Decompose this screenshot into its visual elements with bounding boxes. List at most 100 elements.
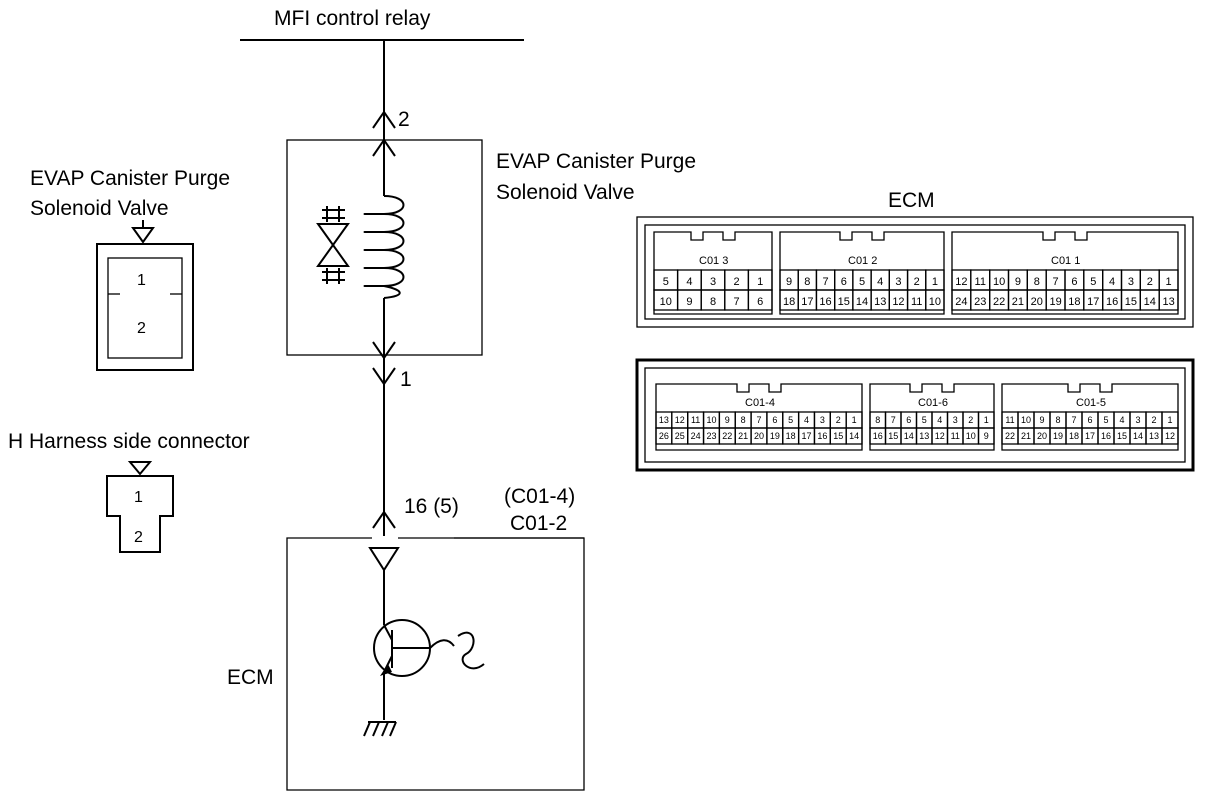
pin-number: 16	[1101, 431, 1111, 441]
pin-number: 9	[1015, 276, 1021, 288]
pin-number: 16	[817, 431, 827, 441]
pin-number: 17	[1085, 431, 1095, 441]
valve-conn-pin1: 1	[137, 272, 146, 289]
pin-number: 14	[849, 431, 859, 441]
pin-number: 1	[984, 415, 989, 425]
coil-symbol	[363, 195, 405, 299]
pin-number: 1	[932, 276, 938, 288]
pin-number: 20	[1037, 431, 1047, 441]
pin-number: 22	[993, 296, 1005, 308]
pin-number: 1	[757, 276, 763, 288]
pin-number: 14	[904, 431, 914, 441]
pin-number: 17	[801, 296, 813, 308]
pin-number: 23	[974, 296, 986, 308]
pin-number: 18	[783, 296, 795, 308]
valve-title-2: Solenoid Valve	[496, 181, 635, 204]
harness-pin1: 1	[134, 489, 143, 506]
pin-number: 20	[754, 431, 764, 441]
pin-number: 24	[955, 296, 967, 308]
pin-number: 13	[659, 415, 669, 425]
valve-conn-pin2: 2	[137, 320, 146, 337]
pin-cell	[747, 289, 773, 311]
connector-outline	[1001, 383, 1179, 451]
pin-number: 2	[836, 415, 841, 425]
pin-number: 15	[833, 431, 843, 441]
pin-number: 7	[822, 276, 828, 288]
pin-number: 3	[820, 415, 825, 425]
connector-name: C01 3	[699, 255, 728, 267]
pin-number: 15	[888, 431, 898, 441]
pin-number: 3	[895, 276, 901, 288]
pin-number: 5	[922, 415, 927, 425]
pin-number: 16	[873, 431, 883, 441]
ecm-connector-arrow	[372, 510, 396, 529]
pin-cell	[1158, 289, 1179, 311]
connector-outline	[653, 231, 773, 315]
pin-top-label: 2	[398, 108, 410, 131]
pin-number: 15	[1117, 431, 1127, 441]
pin-number: 11	[911, 296, 922, 308]
pin-number: 18	[1069, 431, 1079, 441]
pin-bottom-label: 1	[400, 368, 412, 391]
pin-number: 13	[919, 431, 929, 441]
ecm-connector-frame-upper	[636, 216, 1194, 328]
pin-number: 2	[734, 276, 740, 288]
pin-number: 3	[953, 415, 958, 425]
pin-number: 5	[859, 276, 865, 288]
harness-pin2: 2	[134, 529, 143, 546]
connector-name: C01 1	[1051, 255, 1080, 267]
pin-number: 8	[741, 415, 746, 425]
connector-outline	[869, 383, 995, 451]
pin-number: 12	[675, 415, 685, 425]
pin-number: 6	[1071, 276, 1077, 288]
pin-number: 6	[1087, 415, 1092, 425]
conn-alt-label: (C01-4)	[504, 485, 575, 508]
pin-number: 10	[706, 415, 716, 425]
ecm-terminal-symbol	[368, 547, 400, 572]
valve-connector-key	[131, 227, 155, 244]
pin-number: 12	[892, 296, 904, 308]
pin-number: 5	[788, 415, 793, 425]
pin-number: 8	[1055, 415, 1060, 425]
pin-number: 22	[1005, 431, 1015, 441]
pin-number: 5	[1103, 415, 1108, 425]
pin-number: 7	[1071, 415, 1076, 425]
pin-number: 7	[1053, 276, 1059, 288]
pin-number: 10	[929, 296, 941, 308]
pin-number: 15	[838, 296, 850, 308]
pin-number: 13	[1162, 296, 1174, 308]
pin-cell	[977, 427, 995, 445]
transistor-symbol	[373, 619, 485, 677]
side-valve-title-2: Solenoid Valve	[30, 197, 169, 220]
connector-outline	[779, 231, 945, 315]
pin-cell	[925, 289, 945, 311]
pin-number: 9	[984, 431, 989, 441]
ecm-right-label: ECM	[888, 189, 935, 212]
connector-outline	[951, 231, 1179, 315]
connector-arrow-top	[372, 110, 396, 129]
pin-number: 6	[841, 276, 847, 288]
pin-number: 11	[951, 431, 960, 441]
pin-number: 24	[691, 431, 701, 441]
pin-number: 4	[877, 276, 883, 288]
valve-title-1: EVAP Canister Purge	[496, 150, 696, 173]
pin-number: 16	[819, 296, 831, 308]
pin-number: 8	[804, 276, 810, 288]
pin-number: 4	[686, 276, 692, 288]
pin-number: 16	[1106, 296, 1118, 308]
ecm-box	[286, 537, 585, 791]
side-valve-title-1: EVAP Canister Purge	[30, 167, 230, 190]
pin-number: 11	[975, 276, 986, 288]
pin-number: 14	[856, 296, 868, 308]
pin-number: 9	[786, 276, 792, 288]
pin-number: 5	[663, 276, 669, 288]
pin-number: 17	[802, 431, 812, 441]
valve-connector-inner	[107, 257, 183, 359]
pin-number: 15	[1125, 296, 1137, 308]
pin-number: 19	[770, 431, 780, 441]
harness-connector-key	[127, 461, 153, 476]
